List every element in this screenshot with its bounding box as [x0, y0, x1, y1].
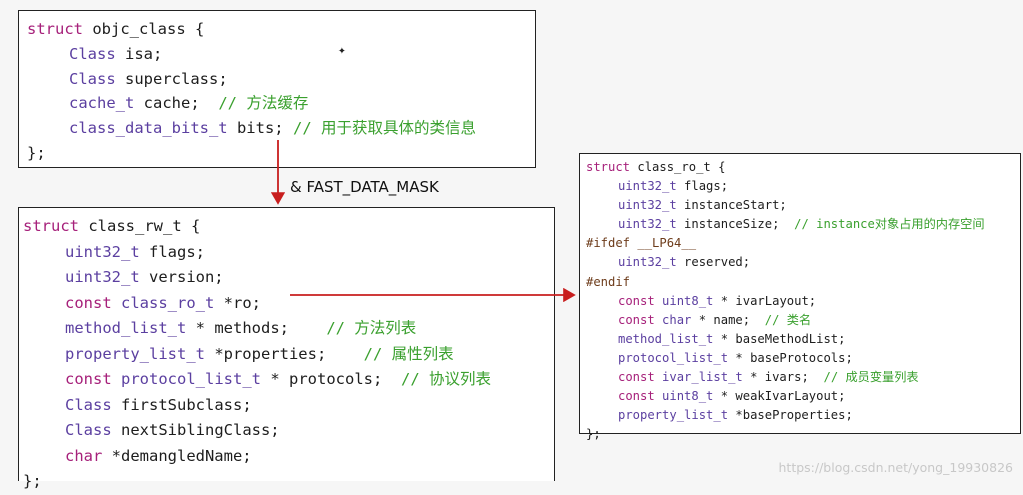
field-flags: uint32_t flags;: [65, 242, 205, 261]
field-next-sibling-class: Class nextSiblingClass;: [65, 421, 280, 439]
class-rw-t-struct-box: struct class_rw_t { uint32_t flags; uint…: [18, 207, 555, 490]
objc-class-header: struct objc_class {: [27, 20, 205, 38]
ro-field-ivar-layout: const uint8_t * ivarLayout;: [618, 293, 817, 308]
arrow-label: & FAST_DATA_MASK: [290, 178, 439, 196]
objc-class-footer: };: [27, 143, 46, 162]
objc-class-struct-box: struct objc_class { Class isa; Class sup…: [18, 10, 536, 168]
struct-keyword: struct: [27, 20, 83, 38]
field-protocols: const protocol_list_t * protocols; // 协议…: [65, 370, 491, 388]
comment: // 成员变量列表: [823, 370, 919, 385]
ro-field-base-protocols: protocol_list_t * baseProtocols;: [618, 350, 853, 365]
ro-field-instance-size: uint32_t instanceSize; // instance对象占用的内…: [618, 217, 985, 232]
struct-keyword: struct: [586, 160, 631, 174]
ro-endif-directive: #endif: [586, 274, 631, 289]
field-bits: class_data_bits_t bits; // 用于获取具体的类信息: [69, 119, 476, 138]
class-ro-t-struct-box: struct class_ro_t { uint32_t flags; uint…: [579, 153, 1021, 441]
field-ro: const class_ro_t *ro;: [65, 293, 262, 312]
comment: // 属性列表: [363, 344, 454, 363]
class-ro-t-footer: };: [586, 427, 601, 442]
ro-ifdef-directive: #ifdef __LP64__: [586, 236, 697, 251]
struct-keyword: struct: [23, 217, 79, 235]
field-isa: Class isa;: [69, 44, 163, 63]
ro-field-reserved: uint32_t reserved;: [618, 255, 751, 270]
field-cache: cache_t cache; // 方法缓存: [69, 94, 309, 113]
comment: // 方法缓存: [218, 94, 309, 113]
comment: // 方法列表: [326, 319, 417, 337]
ro-field-base-properties: property_list_t *baseProperties;: [618, 408, 853, 423]
comment: // 协议列表: [401, 370, 491, 388]
ro-field-base-method-list: method_list_t * baseMethodList;: [618, 331, 846, 346]
ro-field-name: const char * name; // 类名: [618, 312, 812, 327]
comment: // 用于获取具体的类信息: [292, 119, 476, 138]
ro-field-instance-start: uint32_t instanceStart;: [618, 198, 787, 213]
comment: // 类名: [764, 312, 812, 327]
ro-field-weak-ivar-layout: const uint8_t * weakIvarLayout;: [618, 389, 846, 404]
field-properties: property_list_t *properties; // 属性列表: [65, 344, 454, 363]
watermark: https://blog.csdn.net/yong_19930826: [778, 460, 1014, 475]
class-rw-t-footer: };: [23, 472, 42, 490]
field-superclass: Class superclass;: [69, 69, 228, 88]
field-methods: method_list_t * methods; // 方法列表: [65, 319, 417, 337]
cursor-icon: ✦: [338, 43, 346, 58]
ro-field-flags: uint32_t flags;: [618, 179, 729, 194]
field-version: uint32_t version;: [65, 268, 224, 286]
ro-field-ivars: const ivar_list_t * ivars; // 成员变量列表: [618, 370, 919, 385]
field-demangled-name: char *demangledName;: [65, 446, 252, 465]
class-ro-t-header: struct class_ro_t {: [586, 160, 726, 174]
class-rw-t-header: struct class_rw_t {: [23, 217, 201, 235]
comment: // instance对象占用的内存空间: [794, 217, 985, 232]
field-first-subclass: Class firstSubclass;: [65, 395, 252, 414]
